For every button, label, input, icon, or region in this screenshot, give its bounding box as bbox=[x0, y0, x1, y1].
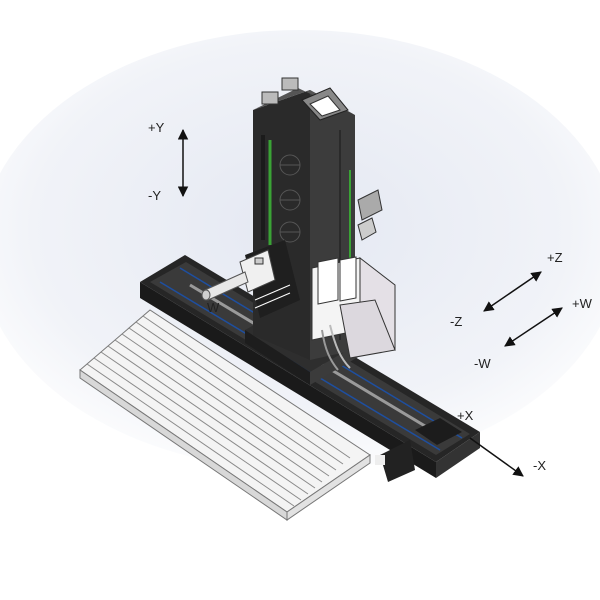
side-enclosure bbox=[311, 256, 396, 371]
z-pos-label: +Z bbox=[547, 250, 563, 265]
work-table bbox=[79, 309, 371, 521]
w-pos-label: +W bbox=[572, 296, 593, 311]
w-axis-arrow bbox=[504, 307, 563, 347]
w-neg-label: -W bbox=[474, 356, 491, 371]
y-pos-label: +Y bbox=[148, 120, 165, 135]
headstock bbox=[201, 240, 300, 318]
z-neg-label: -Z bbox=[450, 314, 462, 329]
x-axis-arrow bbox=[469, 437, 524, 477]
w-label-on-machine: W bbox=[207, 300, 220, 315]
y-neg-label: -Y bbox=[148, 188, 161, 203]
x-neg-label: -X bbox=[533, 458, 546, 473]
z-axis-arrow bbox=[483, 271, 542, 312]
x-pos-label: +X bbox=[457, 408, 474, 423]
